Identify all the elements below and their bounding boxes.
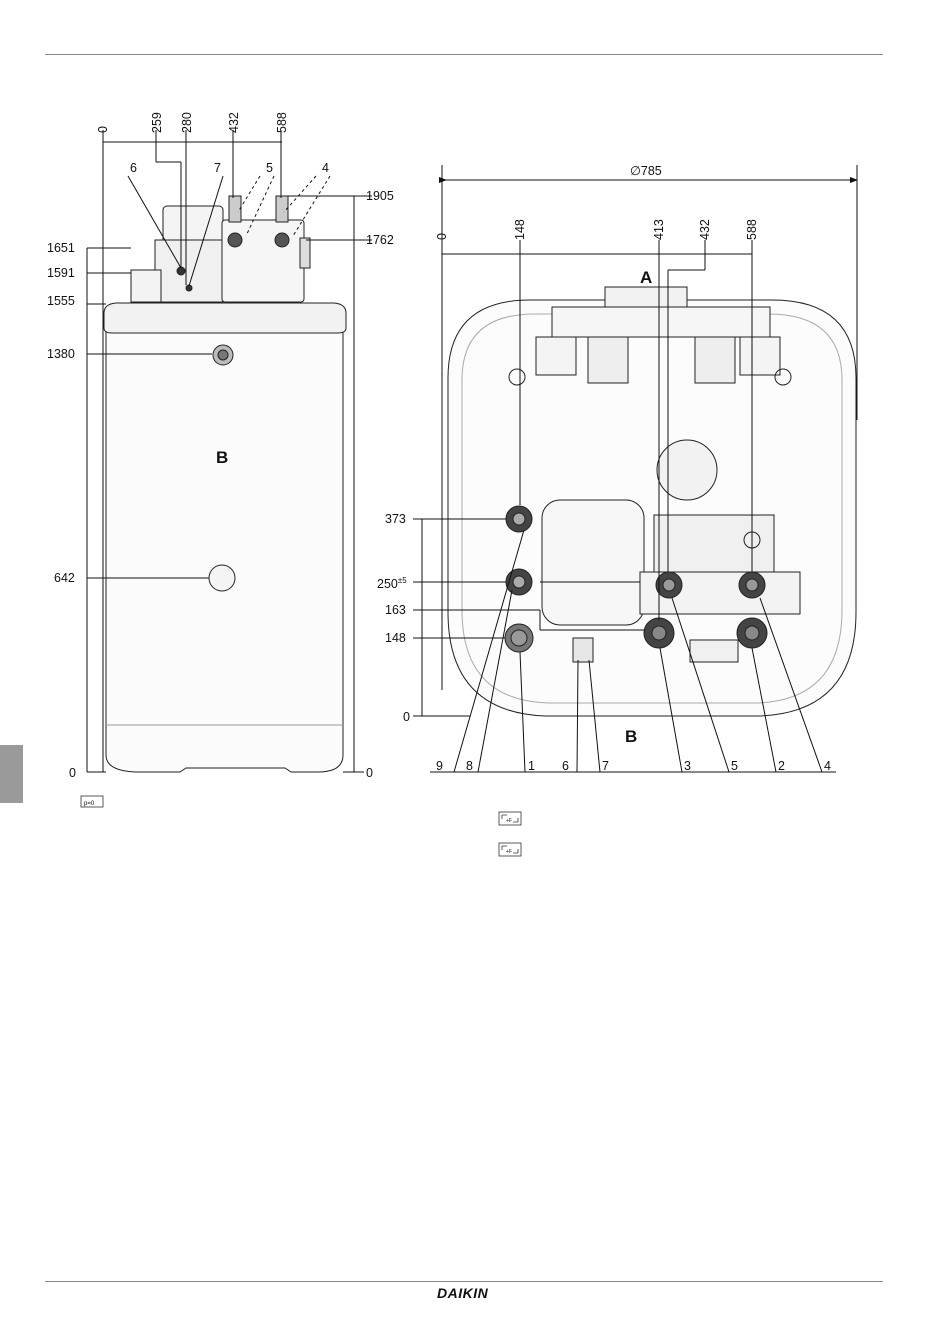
svg-text:+F: +F	[506, 818, 512, 824]
side-left-dim-0: 0	[69, 766, 76, 780]
side-right-dims: 1905 1762 0	[366, 189, 394, 780]
side-left-dim-1651: 1651	[47, 241, 75, 255]
side-view-label-b: B	[216, 448, 228, 467]
left-dim-163: 163	[385, 603, 406, 617]
side-top-dims: 0 259 280 432 588	[96, 112, 289, 133]
top-dim-432: 432	[698, 219, 712, 240]
side-top-dim-432: 432	[227, 112, 241, 133]
pressure-icon-text: p=0	[84, 801, 95, 807]
side-left-dim-1380: 1380	[47, 347, 75, 361]
side-top-dim-588: 588	[275, 112, 289, 133]
top-dim-0: 0	[435, 233, 449, 240]
side-view	[87, 130, 372, 772]
callout-5: 5	[731, 759, 738, 773]
side-callout-5: 5	[266, 161, 273, 175]
top-view-top-dims: 0 148 413 432 588	[435, 219, 759, 240]
side-callouts: 6 7 5 4	[130, 161, 329, 175]
top-dim-588: 588	[745, 219, 759, 240]
top-view-left-dims: 373 250±5 163 148 0	[377, 512, 410, 724]
side-left-dim-1591: 1591	[47, 266, 75, 280]
top-view-label-b: B	[625, 727, 637, 746]
side-left-dim-1555: 1555	[47, 294, 75, 308]
left-dim-250-tolerance: ±5	[398, 576, 407, 585]
top-view	[413, 165, 857, 772]
side-top-dim-280: 280	[180, 112, 194, 133]
left-dim-373: 373	[385, 512, 406, 526]
side-callout-4: 4	[322, 161, 329, 175]
callout-4: 4	[824, 759, 831, 773]
side-right-dim-1762: 1762	[366, 233, 394, 247]
tank-body	[106, 330, 343, 772]
side-left-dim-642: 642	[54, 571, 75, 585]
side-top-dim-259: 259	[150, 112, 164, 133]
reference-icon-1: +F	[499, 812, 521, 825]
top-view-label-a: A	[640, 268, 652, 287]
side-callout-6: 6	[130, 161, 137, 175]
callout-7: 7	[602, 759, 609, 773]
callout-1: 1	[528, 759, 535, 773]
bottom-callouts: 9 8 1 6 7 3 5 2 4	[436, 759, 831, 773]
svg-text:+F: +F	[506, 849, 512, 855]
callout-6: 6	[562, 759, 569, 773]
diameter-label: ∅785	[630, 164, 662, 178]
callout-3: 3	[684, 759, 691, 773]
left-dim-250-value: 250	[377, 577, 398, 591]
tank-outline	[448, 300, 856, 716]
reference-icon-2: +F	[499, 843, 521, 856]
top-dim-148: 148	[513, 219, 527, 240]
left-dim-148: 148	[385, 631, 406, 645]
left-dim-250: 250±5	[377, 576, 407, 591]
callout-9: 9	[436, 759, 443, 773]
pressure-icon: p=0	[81, 796, 103, 807]
side-right-dim-0: 0	[366, 766, 373, 780]
callout-8: 8	[466, 759, 473, 773]
side-left-dims: 1651 1591 1555 1380 642 0	[47, 241, 76, 780]
side-top-dim-0: 0	[96, 126, 110, 133]
top-cap	[104, 303, 346, 333]
side-right-dim-1905: 1905	[366, 189, 394, 203]
side-callout-7: 7	[214, 161, 221, 175]
top-dim-413: 413	[652, 219, 666, 240]
left-dim-0: 0	[403, 710, 410, 724]
callout-2: 2	[778, 759, 785, 773]
